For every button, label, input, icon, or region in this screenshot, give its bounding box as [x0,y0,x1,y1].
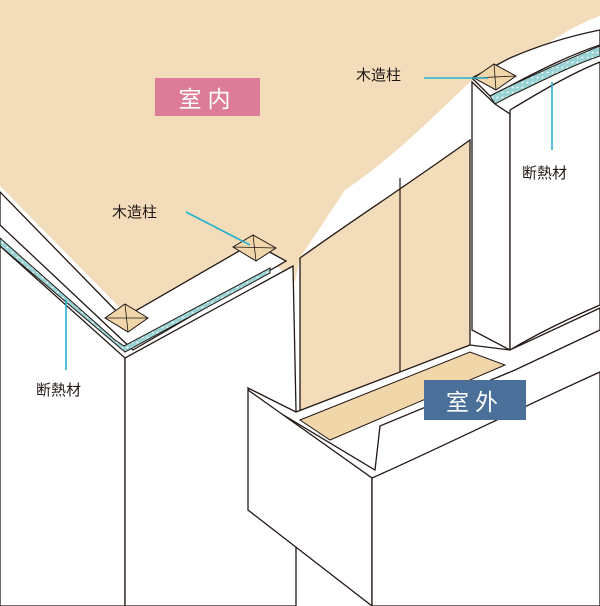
left-corner-post [104,303,149,333]
right-wall-face [471,80,511,352]
left-wall-face [0,245,126,606]
right-wall-side [509,61,600,352]
right-insulation [489,45,600,105]
outdoor-badge: 室外 [424,380,526,420]
indoor-badge: 室内 [155,78,260,116]
right-corner-post [473,63,517,91]
sill-inner [298,351,507,441]
insulation-label-right: 断熱材 [522,164,568,182]
sill-front-left [247,388,373,606]
insulation-label-left: 断熱材 [36,381,82,399]
wood-post-label-left: 木造柱 [112,203,158,221]
left-insulation [0,237,271,353]
back-wall [299,138,471,413]
indoor-floor [0,0,600,316]
wood-post-label-right: 木造柱 [356,66,402,84]
leader-wood-post-left [185,211,251,246]
